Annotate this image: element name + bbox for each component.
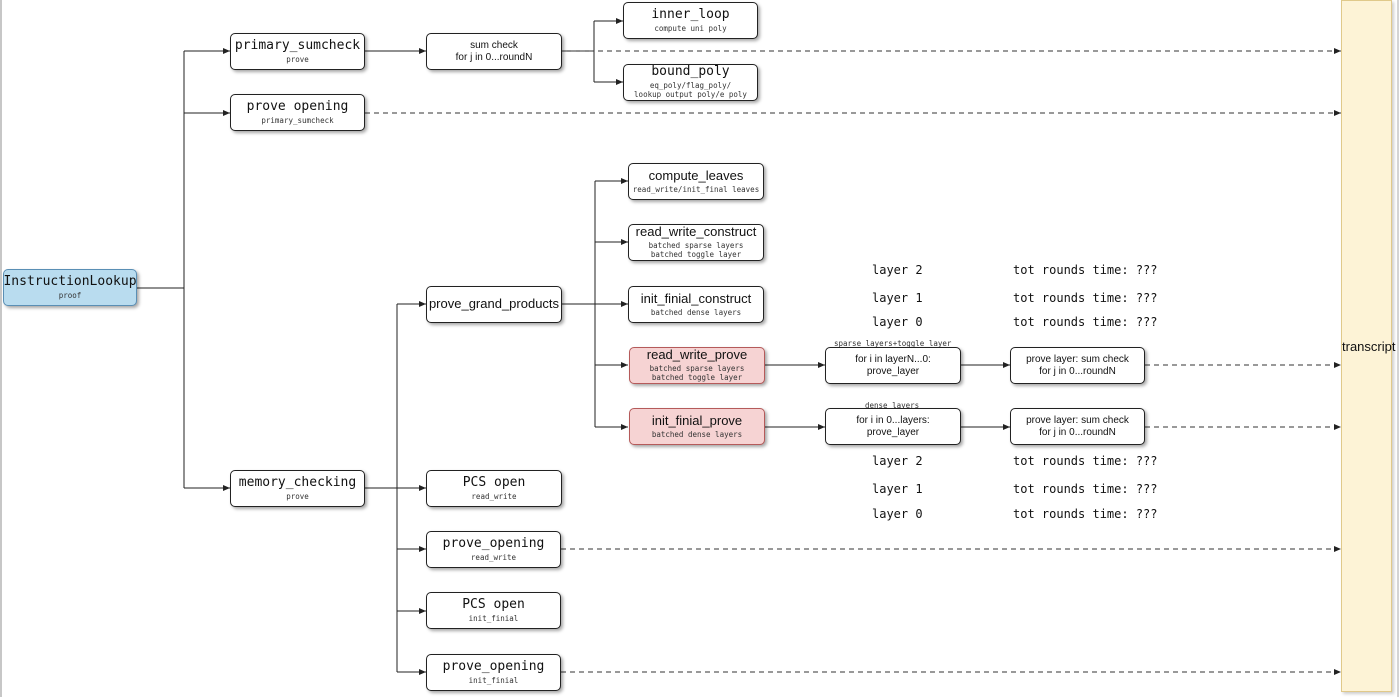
node-subtitle: compute uni poly — [654, 23, 727, 33]
node-title: read_write_construct — [635, 224, 757, 240]
timing-lower-time-1: tot rounds time: ??? — [1013, 482, 1158, 496]
pcs-open-init-node[interactable]: PCS open init_finial — [426, 592, 561, 629]
read-write-prove-node[interactable]: read_write_prove batched sparse layers b… — [629, 347, 765, 384]
node-title: for i in layerN...0: prove_layer — [855, 354, 931, 377]
loop-init-label: dense layers — [865, 401, 920, 410]
prove-opening-rw-node[interactable]: prove_opening read_write — [426, 531, 561, 568]
node-subtitle: prove — [286, 54, 309, 64]
loop-rw-label: sparse layers+toggle layer — [834, 339, 952, 348]
timing-lower-time-0: tot rounds time: ??? — [1013, 507, 1158, 521]
prove-layer-init-node[interactable]: prove layer: sum check for j in 0...roun… — [1010, 408, 1145, 445]
node-title: InstructionLookup — [3, 273, 137, 289]
node-subtitle-2: batched toggle layer — [650, 249, 742, 259]
timing-upper-time-2: tot rounds time: ??? — [1013, 263, 1158, 277]
node-title: init_finial_prove — [651, 412, 743, 428]
node-subtitle: primary_sumcheck — [261, 115, 334, 125]
inner-loop-node[interactable]: inner_loop compute uni poly — [623, 2, 758, 39]
node-title: read_write_prove — [646, 347, 748, 363]
node-subtitle: batched sparse layers — [648, 241, 744, 251]
sum-check-node[interactable]: sum check for j in 0...roundN — [426, 33, 562, 70]
node-title: prove opening — [246, 98, 349, 114]
node-title: prove layer: sum check for j in 0...roun… — [1026, 354, 1129, 377]
prove-layer-rw-node[interactable]: prove layer: sum check for j in 0...roun… — [1010, 347, 1145, 384]
node-title: primary_sumcheck — [234, 37, 361, 53]
node-subtitle: init_finial — [468, 613, 519, 623]
node-subtitle: read_write/init_final leaves — [632, 184, 760, 194]
prove-grand-products-node[interactable]: prove_grand_products — [426, 286, 562, 323]
loop-rw-node[interactable]: for i in layerN...0: prove_layer — [825, 347, 961, 384]
timing-upper-layer-2: layer 2 — [872, 263, 923, 277]
frame-right-border — [1397, 0, 1399, 697]
node-title: for i in 0...layers: prove_layer — [856, 415, 930, 438]
primary-sumcheck-node[interactable]: primary_sumcheck prove — [230, 33, 365, 70]
node-title: init_finial_construct — [640, 290, 752, 306]
node-subtitle: batched sparse layers — [649, 364, 745, 374]
node-title: memory_checking — [238, 474, 357, 490]
memory-checking-node[interactable]: memory_checking prove — [230, 470, 365, 507]
node-title: compute_leaves — [648, 167, 744, 183]
timing-upper-layer-0: layer 0 — [872, 315, 923, 329]
node-title: prove_opening — [442, 658, 545, 674]
node-title: PCS open — [462, 474, 526, 490]
timing-lower-layer-2: layer 2 — [872, 454, 923, 468]
prove-opening-primary-node[interactable]: prove opening primary_sumcheck — [230, 94, 365, 131]
loop-init-node[interactable]: for i in 0...layers: prove_layer — [825, 408, 961, 445]
node-title: inner_loop — [651, 6, 730, 22]
node-title: sum check for j in 0...roundN — [455, 40, 533, 63]
node-subtitle: init_finial — [468, 675, 519, 685]
node-subtitle: prove — [286, 491, 309, 501]
node-subtitle: batched dense layers — [650, 307, 742, 317]
node-title: PCS open — [462, 596, 525, 612]
node-subtitle-2: batched toggle layer — [651, 372, 743, 382]
node-title: prove_opening — [442, 535, 545, 551]
prove-opening-init-node[interactable]: prove_opening init_finial — [426, 654, 561, 691]
frame-left-border — [0, 0, 2, 697]
timing-lower-layer-0: layer 0 — [872, 507, 923, 521]
timing-upper-layer-1: layer 1 — [872, 291, 923, 305]
transcript-node[interactable]: transcript — [1341, 0, 1396, 692]
init-finial-prove-node[interactable]: init_finial_prove batched dense layers — [629, 408, 765, 445]
node-subtitle: batched dense layers — [651, 429, 743, 439]
read-write-construct-node[interactable]: read_write_construct batched sparse laye… — [628, 224, 764, 261]
timing-upper-time-1: tot rounds time: ??? — [1013, 291, 1158, 305]
pcs-open-rw-node[interactable]: PCS open read_write — [426, 470, 562, 507]
node-subtitle: read_write — [471, 491, 517, 501]
node-title: prove_grand_products — [428, 296, 560, 312]
node-subtitle: read_write — [470, 552, 517, 562]
timing-lower-time-2: tot rounds time: ??? — [1013, 454, 1158, 468]
node-title: prove layer: sum check for j in 0...roun… — [1026, 415, 1129, 438]
timing-upper-time-0: tot rounds time: ??? — [1013, 315, 1158, 329]
node-title: bound_poly — [651, 64, 730, 80]
bound-poly-node[interactable]: bound_poly eq_poly/flag_poly/ lookup out… — [623, 64, 758, 101]
transcript-label: transcript — [1342, 339, 1396, 354]
node-subtitle: eq_poly/flag_poly/ — [649, 81, 732, 91]
timing-lower-layer-1: layer 1 — [872, 482, 923, 496]
node-subtitle-2: lookup output poly/e poly — [634, 89, 747, 99]
node-subtitle: proof — [58, 290, 82, 300]
compute-leaves-node[interactable]: compute_leaves read_write/init_final lea… — [628, 163, 764, 200]
instruction-lookup-node[interactable]: InstructionLookup proof — [3, 269, 137, 306]
init-finial-construct-node[interactable]: init_finial_construct batched dense laye… — [628, 286, 764, 323]
